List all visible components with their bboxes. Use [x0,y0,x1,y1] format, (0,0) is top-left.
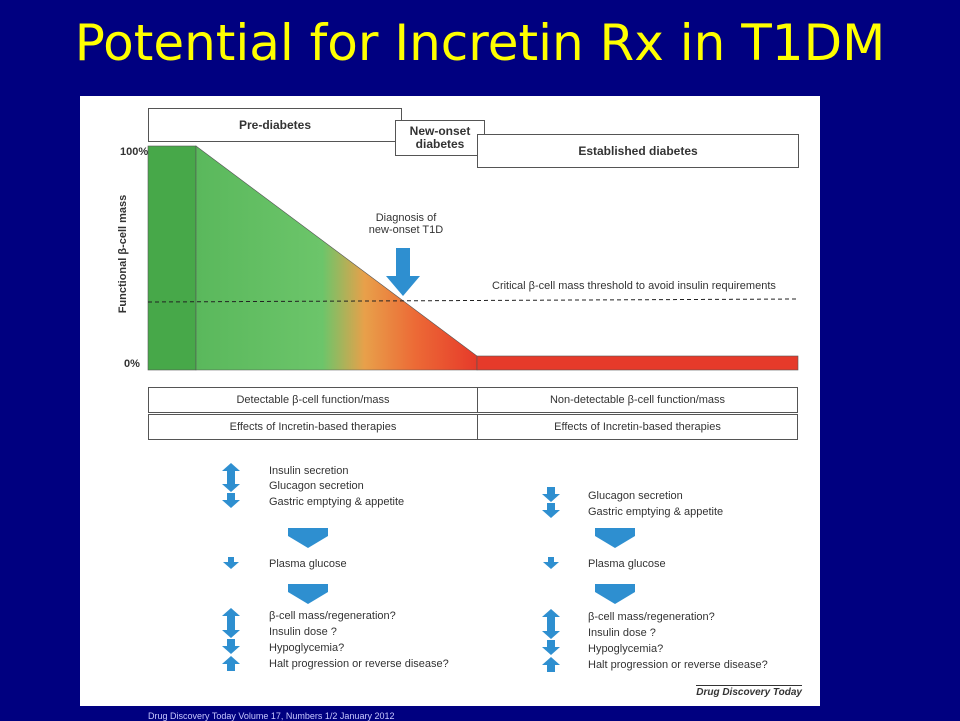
threshold-label: Critical β-cell mass threshold to avoid … [492,280,776,292]
journal-label: Drug Discovery Today [696,685,802,698]
threshold-line [147,298,799,303]
flow-arrow-icon [595,584,635,604]
left-effects-box: Effects of Incretin-based therapies [148,414,478,440]
down-arrow-icon [542,503,560,518]
slide-title: Potential for Incretin Rx in T1DM [74,14,886,72]
left-effects-list: Insulin secretion Glucagon secretion Gas… [269,465,449,670]
y-tick-100: 100% [120,146,149,158]
down-arrow-icon [223,557,239,569]
right-effects-list: Glucagon secretion Gastric emptying & ap… [588,490,768,671]
up-arrow-icon [542,609,560,624]
beta-cell-mass-chart [147,145,799,371]
flow-arrow-icon [595,528,635,548]
up-arrow-icon [542,657,560,672]
right-effects-box: Effects of Incretin-based therapies [477,414,798,440]
diagnosis-arrow-icon [386,248,420,296]
y-tick-0: 0% [124,358,140,370]
down-arrow-icon [222,477,240,492]
left-status-box: Detectable β-cell function/mass [148,387,478,413]
stage-established: Established diabetes [477,134,799,168]
depleted-region [476,355,799,371]
down-arrow-icon [222,623,240,638]
down-arrow-icon [222,639,240,654]
flow-arrow-icon [288,528,328,548]
down-arrow-icon [542,487,560,502]
plateau-region [147,145,197,371]
down-arrow-icon [542,640,560,655]
down-arrow-icon [222,493,240,508]
down-arrow-icon [542,624,560,639]
up-arrow-icon [222,463,240,478]
down-arrow-icon [543,557,559,569]
effect-arrows [222,463,635,672]
up-arrow-icon [222,656,240,671]
citation-text: Drug Discovery Today Volume 17, Numbers … [148,711,395,721]
stage-new-onset: New-onset diabetes [395,120,485,156]
right-status-box: Non-detectable β-cell function/mass [477,387,798,413]
up-arrow-icon [222,608,240,623]
diagram-figure: Pre-diabetes New-onset diabetes Establis… [80,96,820,706]
stage-pre-diabetes: Pre-diabetes [148,108,402,142]
flow-arrow-icon [288,584,328,604]
diagnosis-label: Diagnosis of new-onset T1D [368,212,444,236]
